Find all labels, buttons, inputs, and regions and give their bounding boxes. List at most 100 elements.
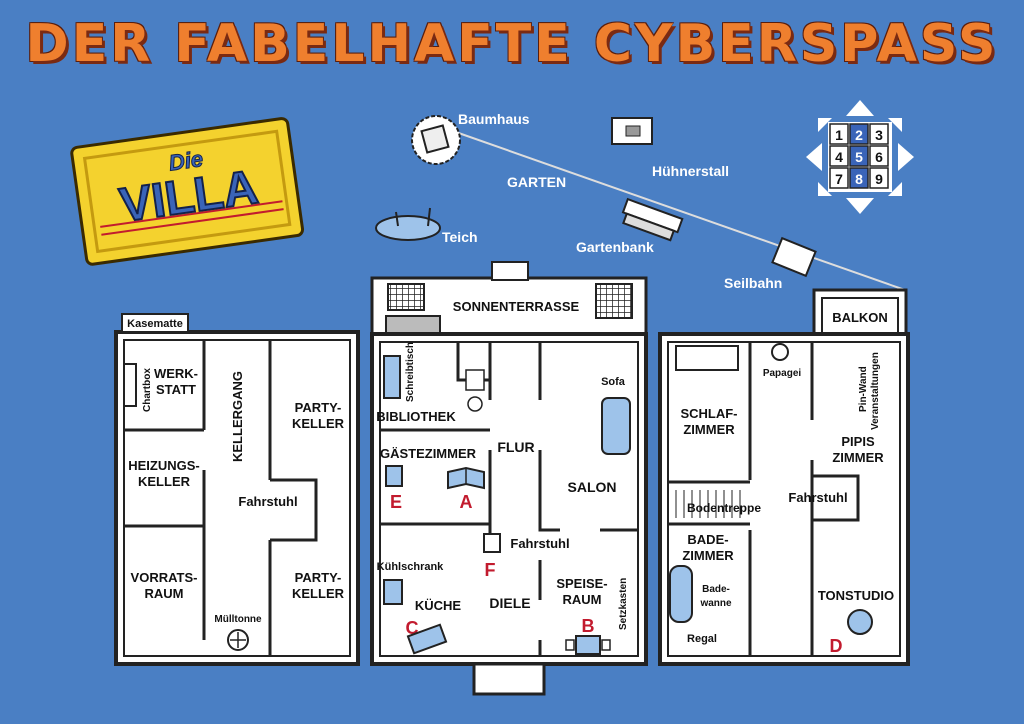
fridge-icon[interactable]: [383, 579, 403, 605]
parrot-icon[interactable]: [771, 343, 789, 361]
keypad-key-label: 1: [835, 127, 843, 143]
trash-bin-icon[interactable]: [227, 629, 249, 651]
keypad-key-9[interactable]: 9: [869, 167, 889, 189]
keypad-key-6[interactable]: 6: [869, 145, 889, 167]
logo-die-text: Die: [167, 146, 204, 176]
stairs-icon[interactable]: [675, 490, 741, 518]
schlafzimmer-label-2: ZIMMER: [683, 422, 735, 437]
werkstatt-label-1: WERK-: [154, 366, 198, 381]
keypad-key-label: 5: [855, 149, 863, 165]
garden-area: Baumhaus GARTEN Hühnerstall Gartenbank T…: [375, 111, 906, 291]
keypad-key-label: 8: [855, 171, 863, 187]
microphone-icon[interactable]: [847, 609, 873, 635]
gartenbank-label: Gartenbank: [576, 239, 654, 255]
keypad-key-7[interactable]: 7: [829, 167, 849, 189]
seilbahn-label: Seilbahn: [724, 275, 782, 291]
tonstudio-label: TONSTUDIO: [818, 588, 894, 603]
vorratsraum-label-2: RAUM: [145, 586, 184, 601]
keypad-key-8[interactable]: 8: [849, 167, 869, 189]
sofa-label: Sofa: [601, 376, 626, 388]
keypad-key-label: 7: [835, 171, 843, 187]
keypad-key-3[interactable]: 3: [869, 123, 889, 145]
werkstatt-label-2: STATT: [156, 382, 196, 397]
sonnenterrasse-label: SONNENTERRASSE: [453, 299, 580, 314]
bibliothek-label: BIBLIOTHEK: [376, 409, 456, 424]
baumhaus-label: Baumhaus: [458, 111, 530, 127]
pipiszimmer-label-1: PIPIS: [841, 434, 875, 449]
partykeller-bottom-label-2: KELLER: [292, 586, 345, 601]
partykeller-bottom-label-1: PARTY-: [295, 570, 342, 585]
schreibtisch-label: Schreibtisch: [405, 342, 416, 402]
lamp-icon[interactable]: [483, 533, 501, 553]
badezimmer-label-1: BADE-: [687, 532, 728, 547]
keypad-key-label: 4: [835, 149, 843, 165]
upper-fahrstuhl-label: Fahrstuhl: [788, 490, 847, 505]
book-icon[interactable]: [447, 466, 485, 490]
cable-car-icon[interactable]: [771, 236, 817, 278]
keypad-key-label: 2: [855, 127, 863, 143]
chicken-coop-icon[interactable]: [611, 117, 653, 145]
keypad-key-1[interactable]: 1: [829, 123, 849, 145]
balkon-label: BALKON: [832, 310, 888, 325]
setzkasten-label: Setzkasten: [618, 578, 629, 630]
toilet-icon[interactable]: [465, 369, 485, 412]
badewanne-label-2: wanne: [699, 598, 732, 609]
vorratsraum-label-1: VORRATS-: [131, 570, 198, 585]
ground-fahrstuhl-label: Fahrstuhl: [510, 536, 569, 551]
partykeller-top-label-1: PARTY-: [295, 400, 342, 415]
ground-floor: SONNENTERRASSE Schreibtisch BIBLIOTHEK G…: [370, 261, 648, 696]
bench-icon[interactable]: [620, 197, 684, 242]
keypad-key-label: 9: [875, 171, 883, 187]
keypad-key-label: 3: [875, 127, 883, 143]
huehnerstall-label: Hühnerstall: [652, 163, 729, 179]
badewanne-label-1: Bade-: [702, 584, 730, 595]
regal-label: Regal: [687, 633, 717, 645]
gaestezimmer-label: GÄSTEZIMMER: [380, 446, 477, 461]
marker-f: F: [485, 560, 496, 580]
kueche-label: KÜCHE: [415, 598, 462, 613]
pond-icon[interactable]: [375, 207, 441, 241]
keypad-key-4[interactable]: 4: [829, 145, 849, 167]
dining-table-icon[interactable]: [565, 635, 611, 655]
bed-upper-icon[interactable]: [675, 345, 739, 371]
notepad-icon[interactable]: [406, 623, 448, 655]
speiseraum-label-1: SPEISE-: [556, 576, 607, 591]
marker-b: B: [582, 616, 595, 636]
chartbox-label: Chartbox: [142, 368, 153, 412]
papagei-label: Papagei: [763, 368, 802, 379]
desk-icon[interactable]: [383, 355, 401, 399]
bathtub-icon[interactable]: [669, 565, 693, 623]
pipiszimmer-label-2: ZIMMER: [832, 450, 884, 465]
kuehlschrank-label: Kühlschrank: [377, 561, 445, 573]
cellar-floor: Kasematte Chartbox WERK- STATT KELLERGAN…: [114, 313, 360, 666]
partykeller-top-label-2: KELLER: [292, 416, 345, 431]
keypad-key-2[interactable]: 2: [849, 123, 869, 145]
flur-label: FLUR: [497, 439, 534, 455]
teich-label: Teich: [442, 229, 478, 245]
map-title: DER FABELHAFTE CYBERSPASS: [25, 14, 999, 74]
cellar-fahrstuhl-label: Fahrstuhl: [238, 494, 297, 509]
sofa-icon[interactable]: [601, 397, 631, 455]
marker-e: E: [390, 492, 402, 512]
die-villa-logo: Die VILLA: [70, 117, 305, 266]
bed-icon[interactable]: [385, 465, 403, 487]
pinwand-label-1: Pin-Wand: [858, 366, 869, 412]
treehouse-icon[interactable]: [411, 115, 461, 165]
keypad-key-label: 6: [875, 149, 883, 165]
bodentreppe-label: Bodentreppe: [687, 501, 761, 515]
kasematte-label: Kasematte: [127, 318, 183, 330]
upper-floor: BALKON Papagei SCHLAF- ZIMMER Pin-Wand V…: [658, 288, 910, 666]
heizungskeller-label-1: HEIZUNGS-: [128, 458, 200, 473]
kellergang-label: KELLERGANG: [230, 371, 245, 462]
pinwand-label-2: Veranstaltungen: [870, 352, 881, 430]
schlafzimmer-label-1: SCHLAF-: [680, 406, 737, 421]
garten-label: GARTEN: [507, 174, 566, 190]
marker-a: A: [460, 492, 473, 512]
marker-d: D: [830, 636, 843, 656]
diele-label: DIELE: [489, 595, 530, 611]
badezimmer-label-2: ZIMMER: [682, 548, 734, 563]
muelltonne-label: Mülltonne: [214, 614, 262, 625]
keypad-key-5[interactable]: 5: [849, 145, 869, 167]
